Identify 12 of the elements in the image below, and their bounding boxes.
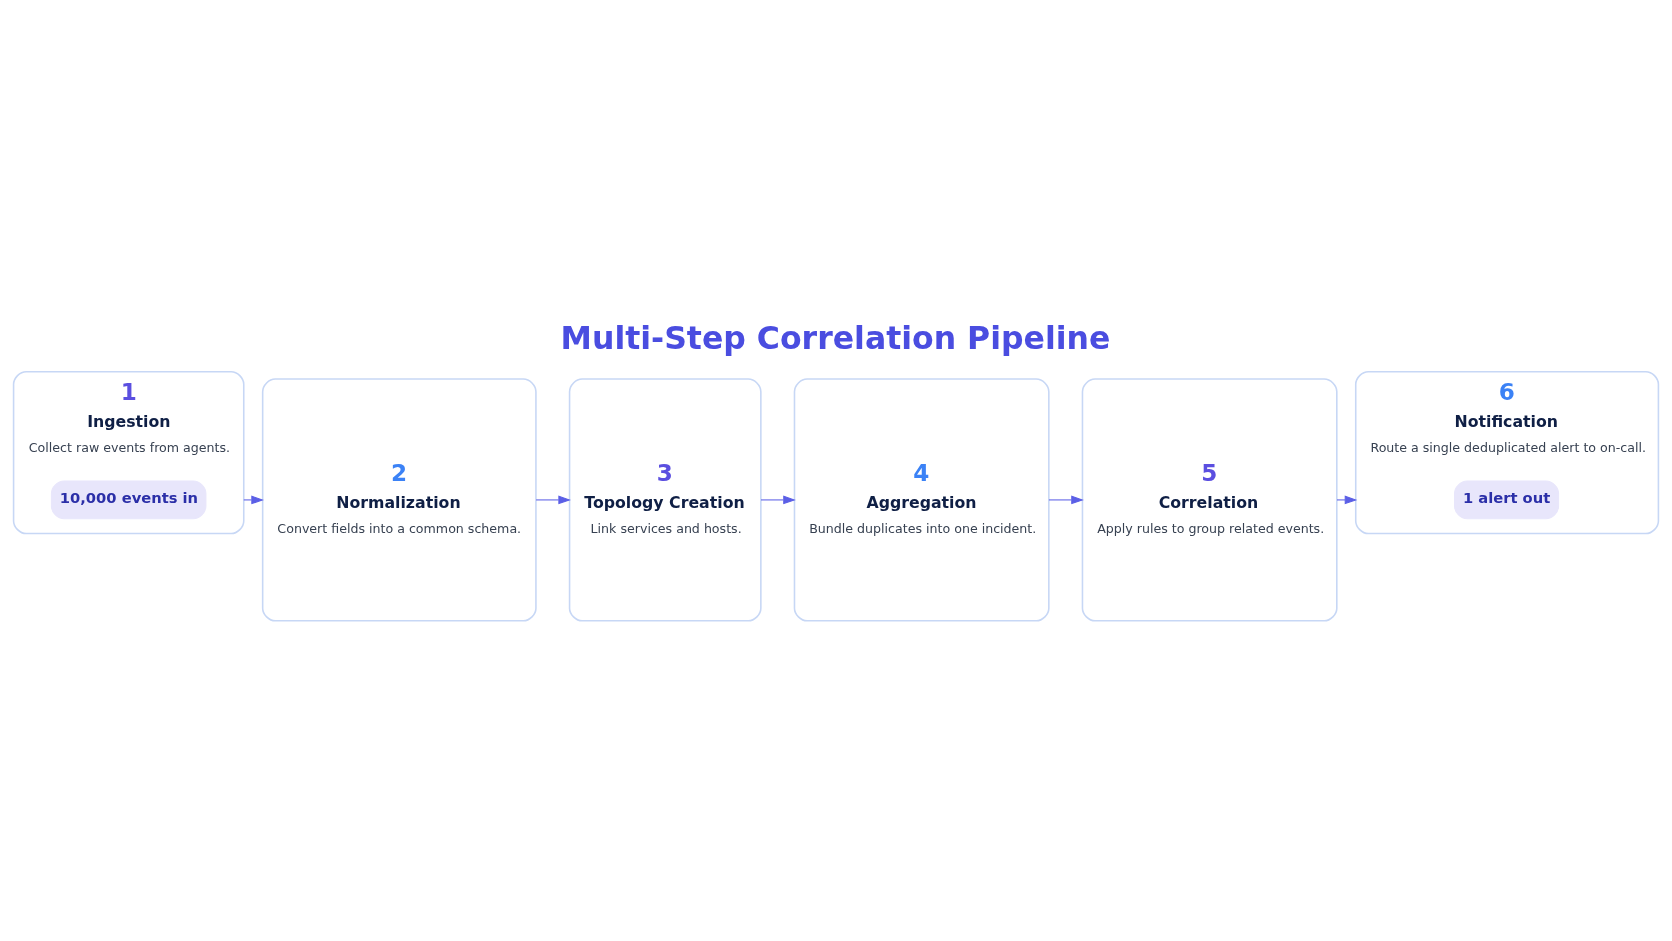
node-box: 2 Normalization Convert fields into a common schema. [261,378,537,622]
node-box: 4 Aggregation Bundle duplicates into one incident. [793,378,1050,622]
node-box: 1 alert out [1454,480,1560,520]
arrow [1048,495,1084,505]
arrow [535,495,571,505]
arrow [1336,495,1358,505]
arrow [243,495,264,505]
node-box: 10,000 events in [50,480,207,520]
diagram-title: Multi-Step Correlation Pipeline [560,319,1111,356]
node-box: 5 Correlation Apply rules to group related events. [1081,378,1338,622]
node-box: 3 Topology Creation Link services and hosts. [568,378,762,622]
arrow [760,495,796,505]
